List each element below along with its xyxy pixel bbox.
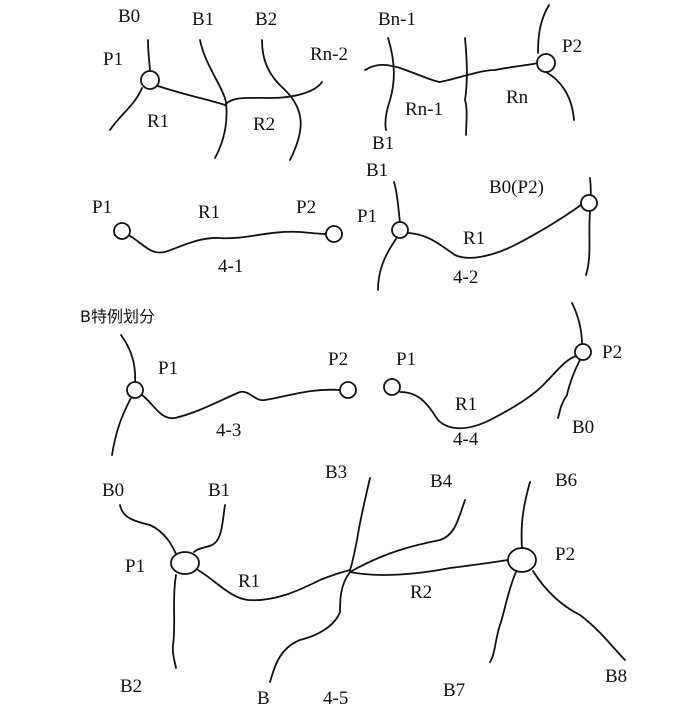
boundary-b1	[393, 181, 401, 223]
label-b0: B0	[118, 6, 140, 27]
point-p2	[507, 547, 537, 573]
label-b3: B3	[325, 462, 347, 483]
label-r2: R2	[253, 114, 275, 135]
road-rn	[364, 62, 539, 83]
road-r1	[399, 355, 577, 430]
road-r1	[129, 230, 327, 254]
boundary-b-lower	[111, 397, 132, 456]
boundary-b7	[489, 571, 517, 663]
label-p1: P1	[103, 49, 123, 70]
label-b4: B4	[430, 471, 453, 492]
panel-4-5: B0 B1 B3 B4 B6 P1 P2 R1 R2 B2 B 4-5 B7 B…	[102, 462, 627, 709]
label-b0: B0	[102, 480, 124, 501]
label-rn: Rn	[506, 87, 529, 108]
road	[141, 388, 341, 419]
caption-4-1: 4-1	[218, 256, 243, 277]
label-bn-1: Bn-1	[378, 9, 416, 30]
road-r2	[349, 559, 509, 576]
label-r1: R1	[455, 394, 477, 415]
label-r1: R1	[147, 111, 169, 132]
label-b0: B0	[572, 417, 594, 438]
boundary-b0	[119, 504, 177, 555]
label-b0-p2: B0(P2)	[489, 177, 544, 198]
boundary-bn-1	[384, 37, 395, 131]
point-p1	[391, 221, 409, 239]
label-p2: P2	[562, 36, 582, 57]
label-p2: P2	[296, 197, 316, 218]
point-p1	[113, 222, 131, 240]
caption-4-5: 4-5	[323, 688, 348, 709]
panel-top: B0 B1 B2 P1 R1 R2 Rn-2 Bn-1 B1 Rn-1 Rn P…	[103, 4, 582, 161]
boundary-b0	[147, 39, 151, 73]
boundary-b	[120, 334, 137, 383]
label-r2: R2	[410, 582, 432, 603]
label-r1: R1	[463, 228, 485, 249]
label-rn-1: Rn-1	[405, 99, 443, 120]
boundary-b2	[261, 39, 302, 161]
boundary-b6	[520, 481, 531, 549]
boundary-b	[269, 571, 351, 683]
label-p2: P2	[602, 342, 622, 363]
label-b7: B7	[443, 680, 465, 701]
panel-4-3: P1 P2 4-3	[111, 334, 357, 456]
label-p1: P1	[158, 358, 178, 379]
label-b6: B6	[555, 470, 577, 491]
label-b1: B1	[366, 160, 388, 181]
point-p2	[580, 194, 598, 212]
boundary-b2	[171, 574, 177, 669]
road-r1-r2	[157, 81, 323, 106]
label-rn-2: Rn-2	[310, 44, 348, 65]
label-b1-lower: B1	[372, 133, 394, 154]
label-r1: R1	[238, 571, 260, 592]
panel-4-1: P1 R1 P2 4-1	[92, 197, 343, 277]
boundary-b8	[532, 570, 626, 661]
label-p1: P1	[125, 556, 145, 577]
boundary-b0	[557, 359, 581, 419]
label-b: B	[257, 688, 270, 709]
boundary-b3	[349, 477, 371, 571]
label-p1: P1	[92, 197, 112, 218]
boundary-b4	[349, 499, 466, 573]
road-r1	[197, 569, 351, 602]
label-b2: B2	[255, 9, 277, 30]
boundary-b1-lower	[377, 238, 397, 291]
point-p1	[126, 381, 144, 399]
point-p2	[339, 381, 357, 399]
caption-4-4: 4-4	[453, 429, 479, 450]
point-p2	[536, 53, 556, 73]
point-p2	[574, 343, 592, 361]
caption-4-3: 4-3	[216, 420, 241, 441]
label-b8: B8	[605, 666, 627, 687]
point-p2	[325, 225, 343, 243]
boundary-mid	[464, 37, 468, 136]
panel-4-2: B1 P1 R1 B0(P2) 4-2	[357, 160, 598, 291]
label-p2: P2	[328, 349, 348, 370]
label-b1: B1	[208, 480, 230, 501]
boundary-b0	[585, 177, 592, 276]
label-b1: B1	[192, 9, 214, 30]
point-p1	[140, 70, 160, 90]
boundary-p2-lower	[545, 71, 575, 121]
label-b2: B2	[120, 676, 142, 697]
boundary-p2-upper	[537, 4, 550, 54]
label-p1: P1	[357, 206, 377, 227]
label-r1: R1	[198, 202, 220, 223]
boundary-upper	[571, 302, 583, 345]
caption-4-2: 4-2	[453, 267, 478, 288]
boundary-b0-lower	[109, 87, 143, 131]
boundary-b1	[193, 504, 226, 553]
panel-4-4: P1 R1 P2 B0 4-4	[383, 302, 622, 450]
label-p1: P1	[396, 349, 416, 370]
point-p1	[383, 378, 401, 396]
label-p2: P2	[555, 544, 575, 565]
point-p1	[170, 551, 200, 575]
road-r1	[408, 204, 582, 259]
boundary-b1	[199, 39, 228, 159]
section-label: B特例划分	[80, 307, 155, 326]
